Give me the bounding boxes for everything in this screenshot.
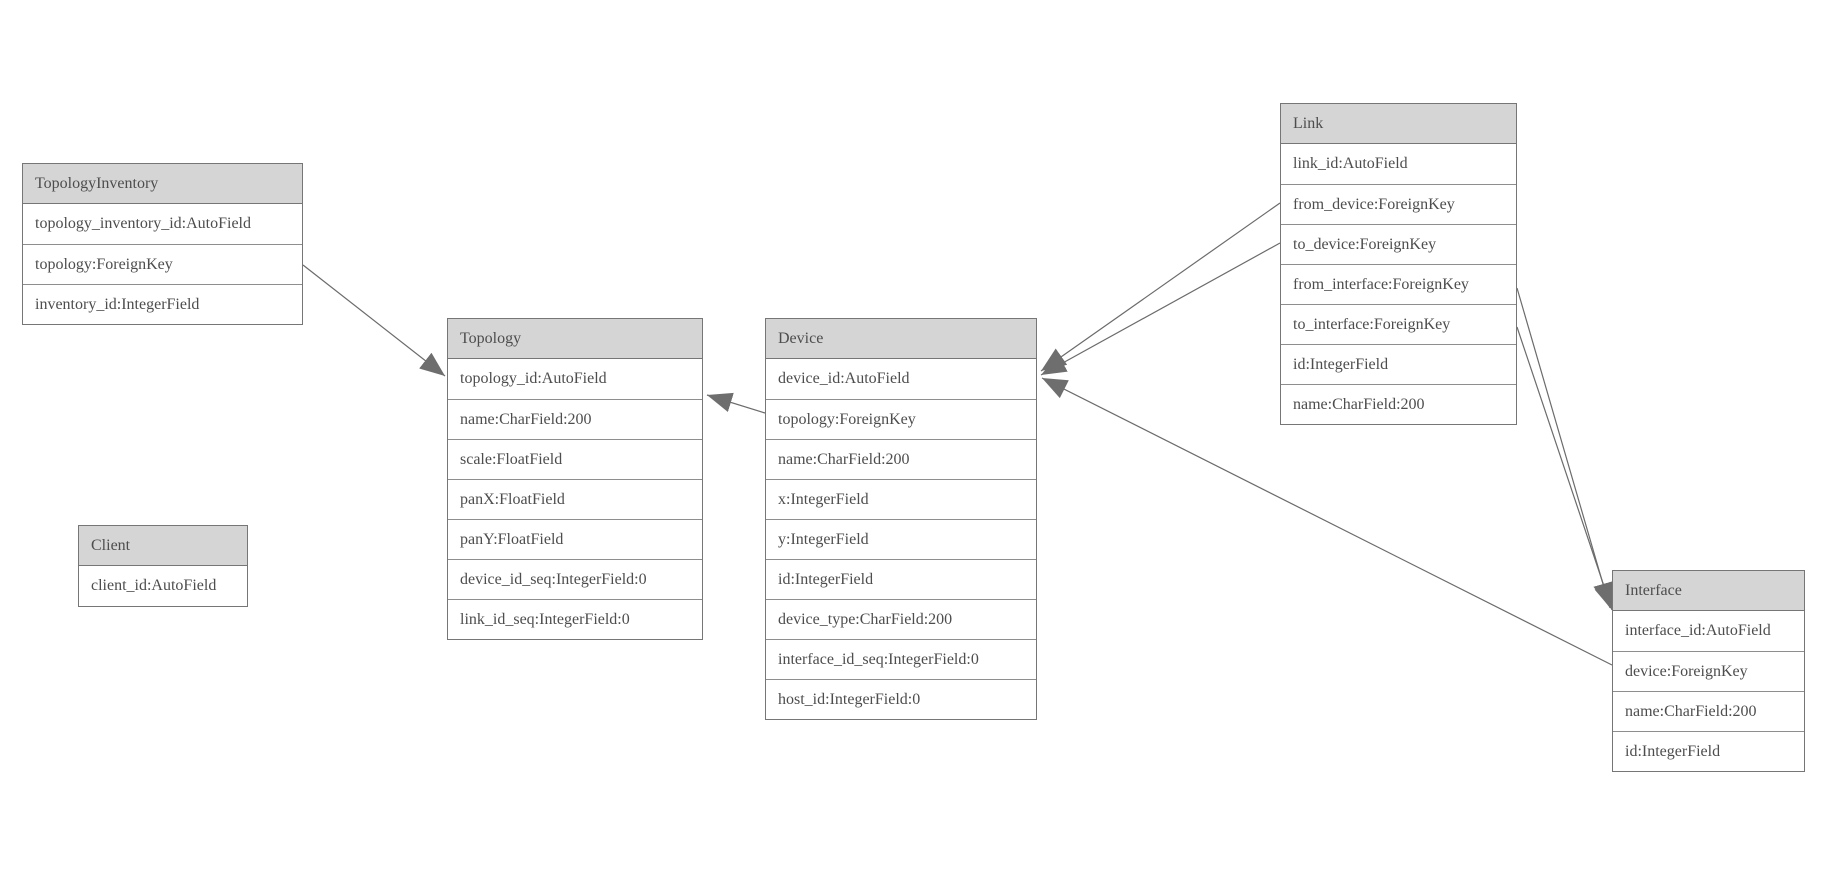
field-row: id:IntegerField [1281,344,1516,384]
entity-title: Client [79,526,247,566]
field-row: id:IntegerField [766,559,1036,599]
field-row: x:IntegerField [766,479,1036,519]
field-row: device_type:CharField:200 [766,599,1036,639]
field-row: interface_id_seq:IntegerField:0 [766,639,1036,679]
field-row: scale:FloatField [448,439,702,479]
field-row: panY:FloatField [448,519,702,559]
entity-fields: client_id:AutoField [79,566,247,606]
field-row: id:IntegerField [1613,731,1804,771]
entity-title: Interface [1613,571,1804,611]
field-row: to_interface:ForeignKey [1281,304,1516,344]
field-row: device_id_seq:IntegerField:0 [448,559,702,599]
field-row: host_id:IntegerField:0 [766,679,1036,719]
field-row: y:IntegerField [766,519,1036,559]
edge-device-topology-fk [706,392,766,414]
field-row: topology:ForeignKey [23,244,302,284]
field-row: topology:ForeignKey [766,399,1036,439]
field-row: name:CharField:200 [1613,691,1804,731]
entity-title: TopologyInventory [23,164,302,204]
field-row: device:ForeignKey [1613,651,1804,691]
field-row: device_id:AutoField [766,359,1036,399]
field-row: from_device:ForeignKey [1281,184,1516,224]
edge-link-to-device-fk [1040,242,1281,376]
field-row: interface_id:AutoField [1613,611,1804,651]
field-row: name:CharField:200 [1281,384,1516,424]
entity-topologyinventory: TopologyInventory topology_inventory_id:… [22,163,303,325]
edge-link-from-interface-fk [1516,287,1613,609]
field-row: link_id_seq:IntegerField:0 [448,599,702,639]
field-row: name:CharField:200 [766,439,1036,479]
edge-link-from-device-fk [1040,202,1281,372]
field-row: panX:FloatField [448,479,702,519]
field-row: client_id:AutoField [79,566,247,606]
edge-topologyinventory-topology-fk [302,264,446,377]
field-row: link_id:AutoField [1281,144,1516,184]
field-row: topology_inventory_id:AutoField [23,204,302,244]
entity-client: Client client_id:AutoField [78,525,248,607]
entity-title: Device [766,319,1036,359]
field-row: name:CharField:200 [448,399,702,439]
entity-title: Link [1281,104,1516,144]
entity-title: Topology [448,319,702,359]
field-row: inventory_id:IntegerField [23,284,302,324]
edge-link-to-interface-fk [1516,326,1614,611]
field-row: from_interface:ForeignKey [1281,264,1516,304]
field-row: topology_id:AutoField [448,359,702,399]
field-row: to_device:ForeignKey [1281,224,1516,264]
